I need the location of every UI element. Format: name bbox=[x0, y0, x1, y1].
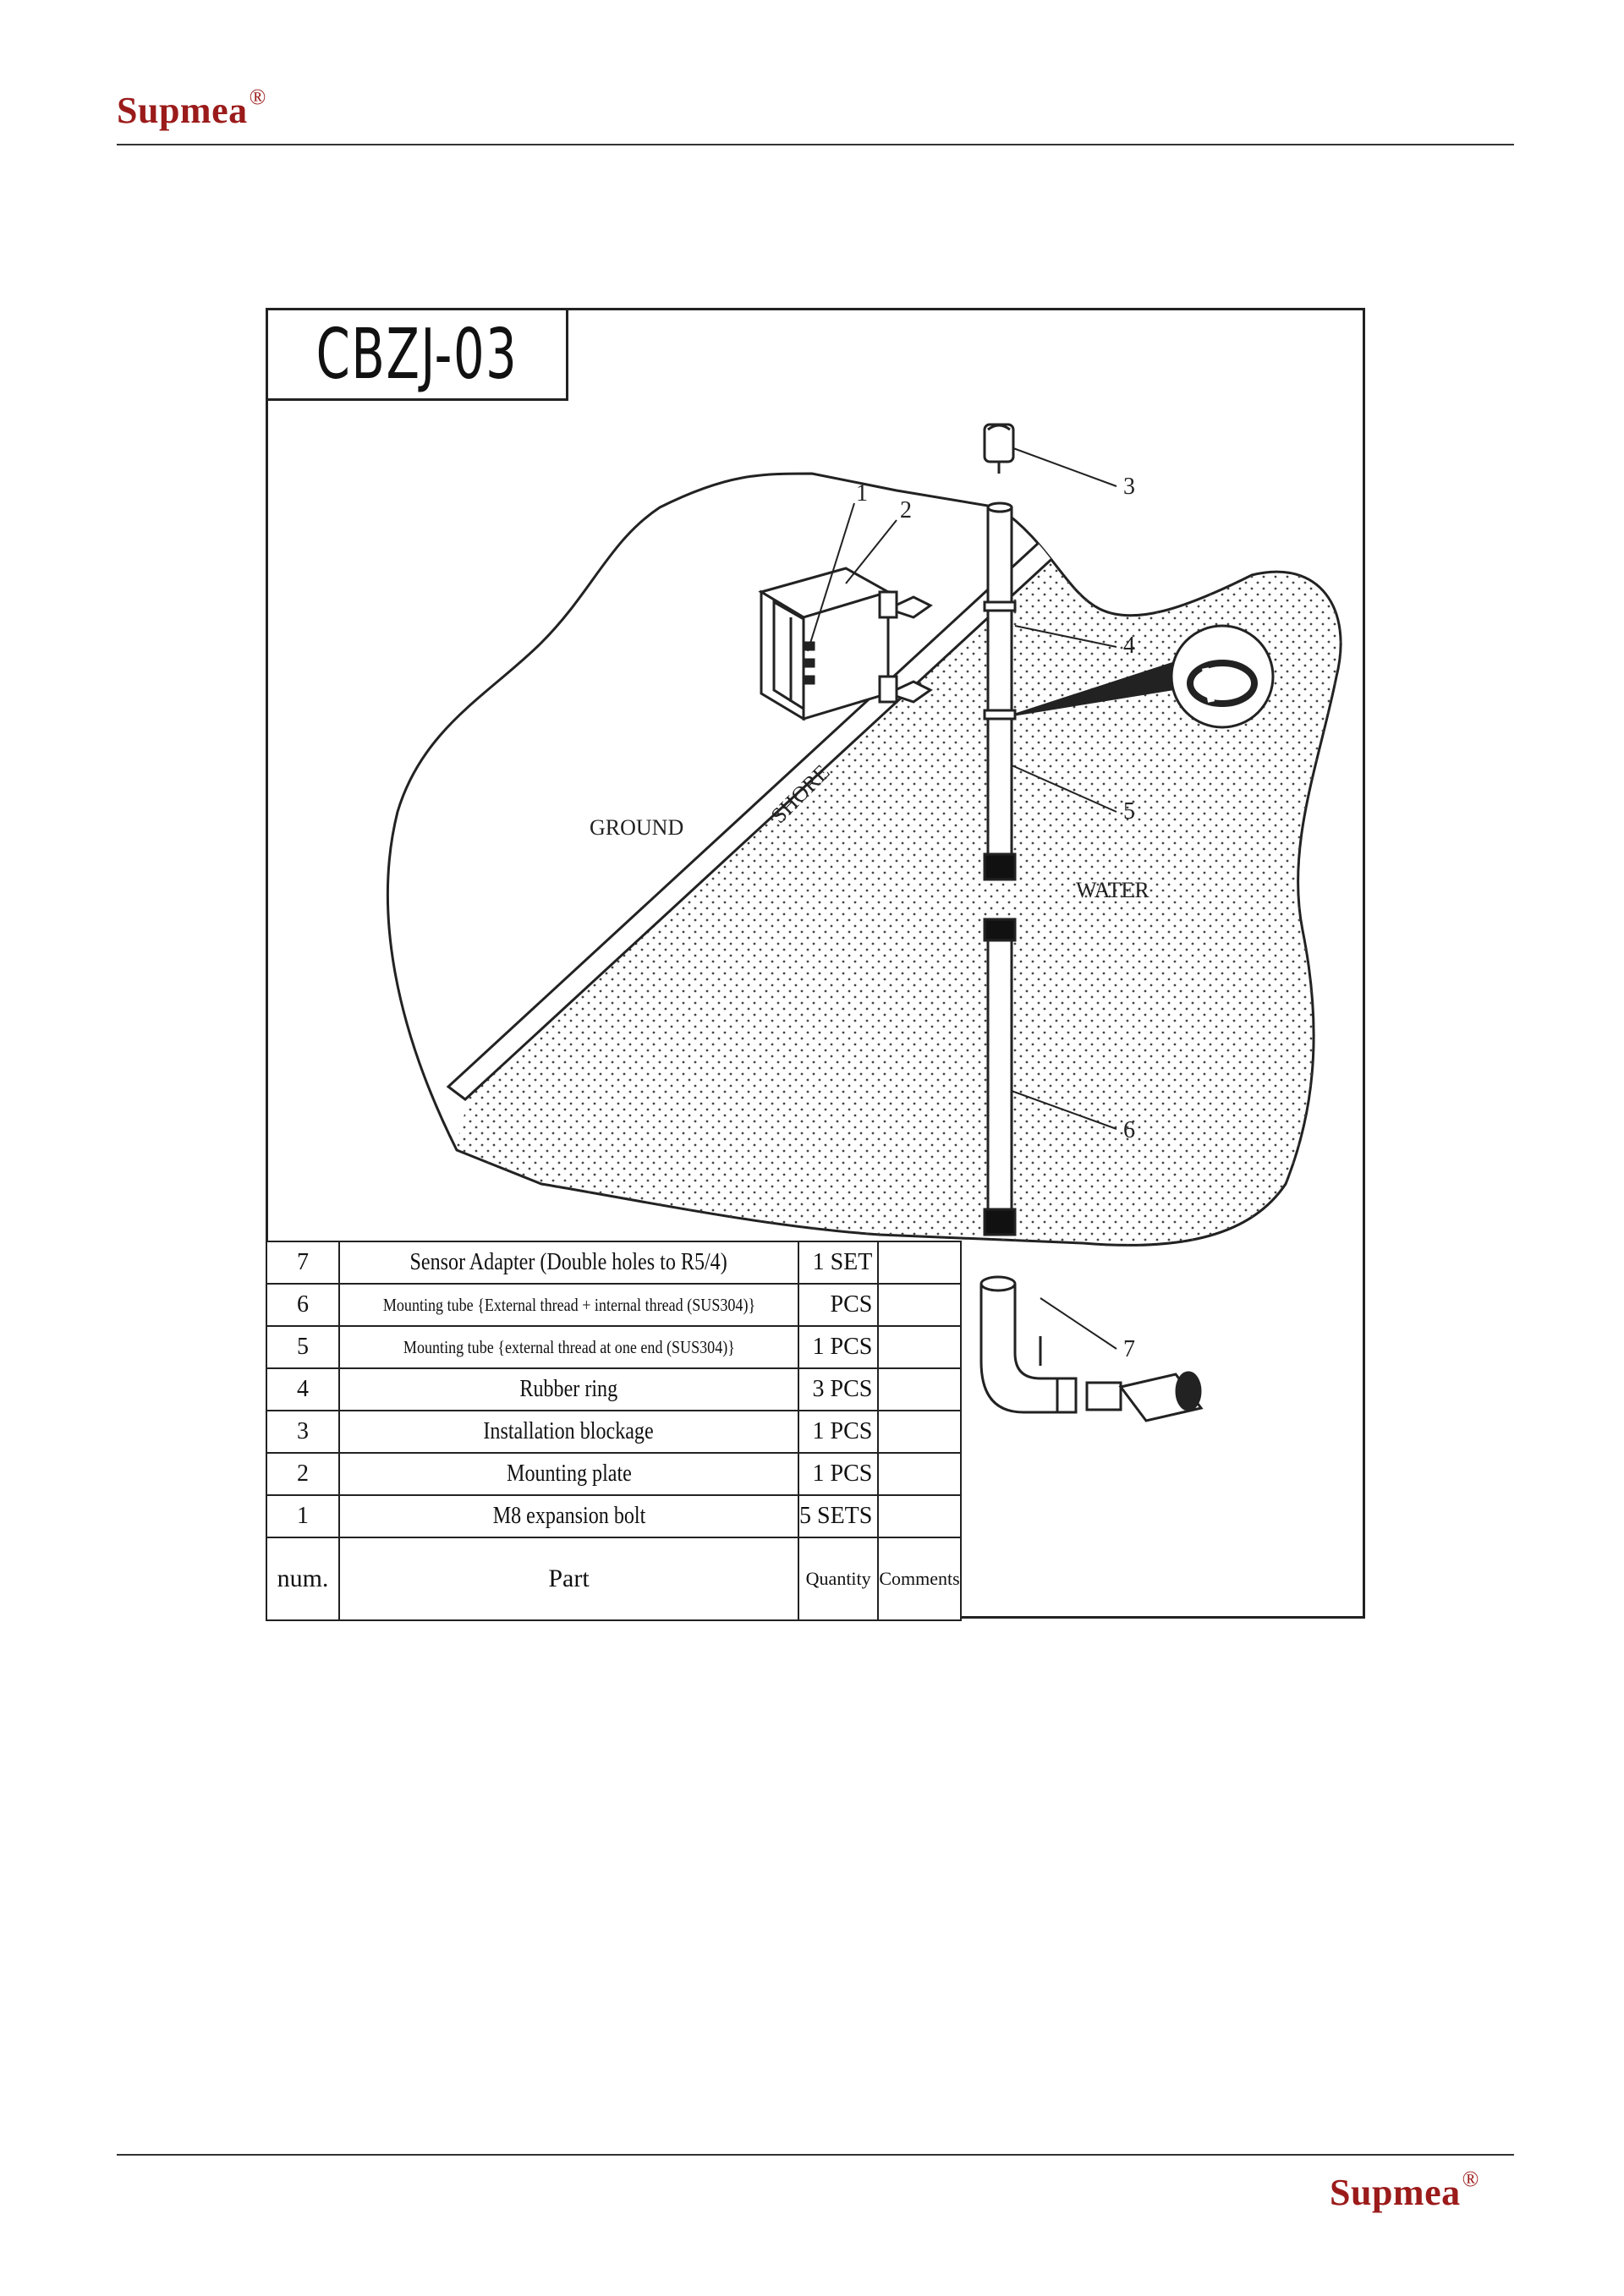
model-title-box: CBZJ-03 bbox=[266, 308, 568, 401]
callout-1: 1 bbox=[856, 480, 868, 507]
table-row: 5 Mounting tube {external thread at one … bbox=[266, 1325, 962, 1369]
row-part-text: Installation blockage bbox=[483, 1418, 655, 1444]
row-comments bbox=[877, 1410, 962, 1454]
row-part: Mounting tube {External thread + interna… bbox=[338, 1283, 799, 1327]
row-part-text: Mounting plate bbox=[506, 1460, 632, 1487]
row-num: 5 bbox=[266, 1325, 340, 1369]
callout-2: 2 bbox=[900, 497, 912, 523]
ground-label: GROUND bbox=[590, 815, 683, 840]
row-part-text: Rubber ring bbox=[519, 1376, 618, 1402]
row-quantity: 3 PCS bbox=[797, 1367, 880, 1411]
header-registered-mark: ® bbox=[249, 85, 266, 109]
row-quantity: 1 PCS bbox=[797, 1452, 880, 1496]
row-comments bbox=[877, 1494, 962, 1538]
header-part: Part bbox=[338, 1537, 799, 1621]
table-row: 4 Rubber ring 3 PCS bbox=[266, 1367, 962, 1411]
mounting-tube-lower-drawing bbox=[983, 918, 1017, 1236]
table-row: 7 Sensor Adapter (Double holes to R5/4) … bbox=[266, 1241, 962, 1285]
row-comments bbox=[877, 1367, 962, 1411]
header-brand-name: Supmea bbox=[117, 90, 248, 131]
row-part: Rubber ring bbox=[338, 1367, 799, 1411]
header-rule bbox=[117, 144, 1514, 145]
row-part: Installation blockage bbox=[338, 1410, 799, 1454]
header-comments: Comments bbox=[877, 1537, 962, 1621]
callout-6: 6 bbox=[1123, 1117, 1135, 1143]
parts-table: 7 Sensor Adapter (Double holes to R5/4) … bbox=[266, 1241, 962, 1621]
callout-7: 7 bbox=[1123, 1336, 1135, 1362]
callout-4: 4 bbox=[1123, 633, 1135, 659]
sensor-adapter-drawing bbox=[979, 1275, 1204, 1422]
row-part-text: M8 expansion bolt bbox=[492, 1503, 645, 1529]
table-header-row: num. Part Quantity Comments bbox=[266, 1537, 962, 1621]
row-comments bbox=[877, 1283, 962, 1327]
table-row: 2 Mounting plate 1 PCS bbox=[266, 1452, 962, 1496]
header-num: num. bbox=[266, 1537, 340, 1621]
row-part: M8 expansion bolt bbox=[338, 1494, 799, 1538]
row-part-text: Sensor Adapter (Double holes to R5/4) bbox=[409, 1249, 728, 1275]
row-comments bbox=[877, 1241, 962, 1285]
row-num: 1 bbox=[266, 1494, 340, 1538]
row-num: 2 bbox=[266, 1452, 340, 1496]
row-part-text: Mounting tube {external thread at one en… bbox=[403, 1336, 735, 1357]
row-part-text: Mounting tube {External thread + interna… bbox=[382, 1294, 755, 1315]
rubber-ring-detail bbox=[1014, 624, 1275, 729]
model-title: CBZJ-03 bbox=[315, 314, 518, 395]
row-num: 3 bbox=[266, 1410, 340, 1454]
row-part: Mounting tube {external thread at one en… bbox=[338, 1325, 799, 1369]
table-row: 3 Installation blockage 1 PCS bbox=[266, 1410, 962, 1454]
mounting-plate-drawing bbox=[758, 567, 933, 721]
header-brand-logo: Supmea® bbox=[117, 85, 266, 132]
table-row: 6 Mounting tube {External thread + inter… bbox=[266, 1283, 962, 1327]
callout-5: 5 bbox=[1123, 798, 1135, 825]
row-comments bbox=[877, 1452, 962, 1496]
installation-blockage-drawing bbox=[983, 423, 1015, 474]
footer-brand-logo: Supmea® bbox=[1330, 2167, 1479, 2214]
callout-3: 3 bbox=[1123, 474, 1135, 500]
row-quantity: 1 SET bbox=[797, 1241, 880, 1285]
mounting-tube-upper-drawing bbox=[983, 501, 1017, 881]
row-num: 6 bbox=[266, 1283, 340, 1327]
row-part: Mounting plate bbox=[338, 1452, 799, 1496]
row-num: 7 bbox=[266, 1241, 340, 1285]
callout-leaders bbox=[807, 447, 1117, 1350]
water-label: WATER bbox=[1076, 878, 1149, 902]
row-part: Sensor Adapter (Double holes to R5/4) bbox=[338, 1241, 799, 1285]
row-comments bbox=[877, 1325, 962, 1369]
row-quantity: 1 PCS bbox=[797, 1410, 880, 1454]
row-quantity: 1 PCS bbox=[797, 1325, 880, 1369]
footer-registered-mark: ® bbox=[1462, 2167, 1479, 2191]
footer-rule bbox=[117, 2154, 1514, 2156]
header-quantity: Quantity bbox=[797, 1537, 880, 1621]
row-num: 4 bbox=[266, 1367, 340, 1411]
row-quantity: 5 SETS bbox=[797, 1494, 880, 1538]
table-row: 1 M8 expansion bolt 5 SETS bbox=[266, 1494, 962, 1538]
row-quantity: PCS bbox=[797, 1283, 880, 1327]
footer-brand-name: Supmea bbox=[1330, 2172, 1461, 2213]
